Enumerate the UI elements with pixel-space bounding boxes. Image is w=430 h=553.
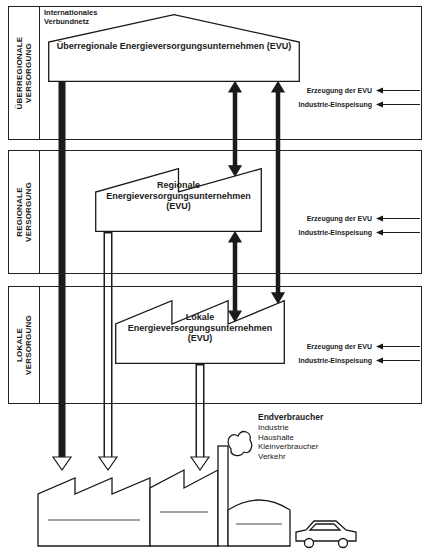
utility-name: Lokale Energieversorgungsunternehmen (EV… — [120, 312, 280, 344]
input-arrowhead — [376, 216, 383, 222]
input-arrow — [381, 232, 420, 233]
band-divider — [39, 7, 40, 139]
region-band: Überregionale Energieversorgungsunterneh… — [8, 6, 422, 140]
input-arrow — [381, 218, 420, 219]
band-title: LOKALE VERSORGUNG — [15, 315, 33, 375]
arrow-shaft — [276, 92, 281, 294]
end-consumer: EndverbraucherIndustrie Haushalte Kleinv… — [30, 470, 420, 548]
arrow-shaft-inner — [105, 234, 111, 458]
input-label: Erzeugung der EVU — [307, 214, 372, 223]
arrow-shaft — [233, 92, 238, 167]
consumer-list: Industrie Haushalte Kleinverbraucher Ver… — [258, 423, 318, 461]
input-arrowhead — [376, 230, 383, 236]
arrowhead — [229, 82, 241, 92]
label-slot: Industrie-Einspeisung — [298, 356, 372, 365]
regional-utility: Regionale Energieversorgungsunternehmen … — [95, 168, 262, 232]
car-wheel — [305, 539, 314, 548]
utility-name: Überregionale Energieversorgungsunterneh… — [57, 41, 292, 52]
chimney — [218, 446, 228, 546]
exchange-arrow — [272, 82, 284, 303]
network-label: Internationales Verbundnetz — [44, 9, 97, 26]
local-utility: Lokale Energieversorgungsunternehmen (EV… — [115, 300, 285, 364]
text-holder: Regionale Energieversorgungsunternehmen … — [95, 168, 262, 202]
input-label: Industrie-Einspeisung — [298, 228, 372, 237]
smoke — [228, 432, 251, 456]
text-holder: EndverbraucherIndustrie Haushalte Kleinv… — [258, 412, 398, 462]
region-band: Regionale Energieversorgungsunternehmen … — [8, 150, 422, 274]
arrow-shaft — [104, 232, 113, 458]
car-window — [310, 524, 340, 530]
utility-name: Regionale Energieversorgungsunternehmen … — [100, 180, 257, 212]
exchange-arrow — [229, 232, 241, 321]
band-title: ÜBERREGIONALE VERSORGUNG — [15, 37, 33, 110]
text-holder: LOKALE VERSORGUNG — [9, 287, 39, 403]
input-label: Erzeugung der EVU — [307, 342, 372, 351]
input-arrow — [381, 360, 420, 361]
arrowhead — [272, 82, 284, 92]
input-arrow — [381, 346, 420, 347]
input-arrow — [381, 104, 420, 105]
input-arrowhead — [376, 88, 383, 94]
label-slot: Erzeugung der EVU — [307, 342, 372, 351]
input-label: Industrie-Einspeisung — [298, 356, 372, 365]
arrowhead — [53, 457, 71, 470]
text-holder: Lokale Energieversorgungsunternehmen (EV… — [115, 300, 285, 334]
input-arrowhead — [376, 102, 383, 108]
text-holder: REGIONALE VERSORGUNG — [9, 151, 39, 273]
window-row — [48, 512, 282, 524]
label-slot: Erzeugung der EVU — [307, 214, 372, 223]
arrow-shaft-inner — [197, 366, 203, 458]
arched-hall — [228, 500, 290, 546]
building-outline — [116, 301, 285, 364]
input-arrowhead — [376, 358, 383, 364]
band-divider — [39, 151, 40, 273]
input-arrowhead — [376, 344, 383, 350]
input-label: Erzeugung der EVU — [307, 86, 372, 95]
supply-arrow — [53, 82, 71, 470]
exchange-arrow — [229, 82, 241, 176]
car-wheel — [339, 539, 348, 548]
band-title: REGIONALE VERSORGUNG — [15, 182, 33, 242]
supply-arrow — [99, 232, 117, 470]
factory-hall — [38, 478, 150, 546]
arrow-shaft — [59, 82, 66, 458]
text-holder: ÜBERREGIONALE VERSORGUNG — [9, 7, 39, 139]
input-label: Industrie-Einspeisung — [298, 100, 372, 109]
supply-arrow — [191, 364, 209, 470]
arrowhead — [229, 232, 241, 242]
car-body — [296, 521, 356, 541]
label-slot: Industrie-Einspeisung — [298, 100, 372, 109]
factory-hall — [150, 470, 218, 546]
consumer-heading: Endverbraucher — [258, 412, 398, 422]
arrowhead — [191, 457, 209, 470]
input-arrow — [381, 90, 420, 91]
band-divider — [39, 287, 40, 403]
arrow-shaft — [233, 242, 238, 312]
label-slot: Internationales Verbundnetz — [44, 9, 97, 26]
label-slot: Erzeugung der EVU — [307, 86, 372, 95]
label-slot: Industrie-Einspeisung — [298, 228, 372, 237]
arrow-shaft — [196, 364, 205, 458]
arrowhead — [99, 457, 117, 470]
building-outline — [96, 169, 262, 232]
